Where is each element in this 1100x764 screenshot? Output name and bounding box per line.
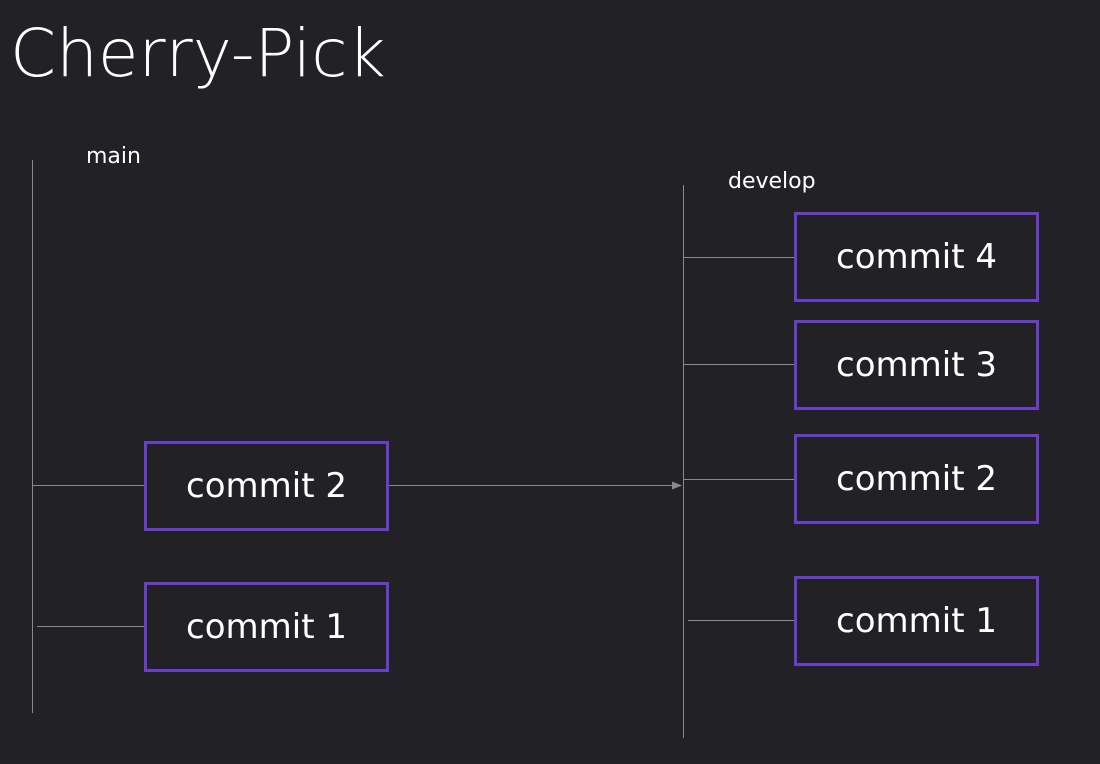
develop-commit-1[interactable]: commit 1 bbox=[794, 576, 1039, 666]
page-title: Cherry-Pick bbox=[10, 15, 386, 92]
main-commit-1-connector bbox=[37, 626, 146, 627]
develop-commit-3[interactable]: commit 3 bbox=[794, 320, 1039, 410]
develop-commit-1-connector bbox=[688, 620, 796, 621]
main-branch-label: main bbox=[86, 144, 141, 169]
main-commit-2[interactable]: commit 2 bbox=[144, 441, 389, 531]
develop-commit-4-connector bbox=[684, 257, 796, 258]
develop-branch-label: develop bbox=[728, 169, 816, 194]
main-commit-2-connector bbox=[33, 485, 146, 486]
develop-commit-3-connector bbox=[684, 364, 796, 365]
develop-commit-2-connector bbox=[684, 479, 796, 480]
main-commit-1[interactable]: commit 1 bbox=[144, 582, 389, 672]
develop-commit-2[interactable]: commit 2 bbox=[794, 434, 1039, 524]
main-branch-line bbox=[32, 160, 33, 713]
develop-branch-line bbox=[683, 185, 684, 738]
develop-commit-4[interactable]: commit 4 bbox=[794, 212, 1039, 302]
